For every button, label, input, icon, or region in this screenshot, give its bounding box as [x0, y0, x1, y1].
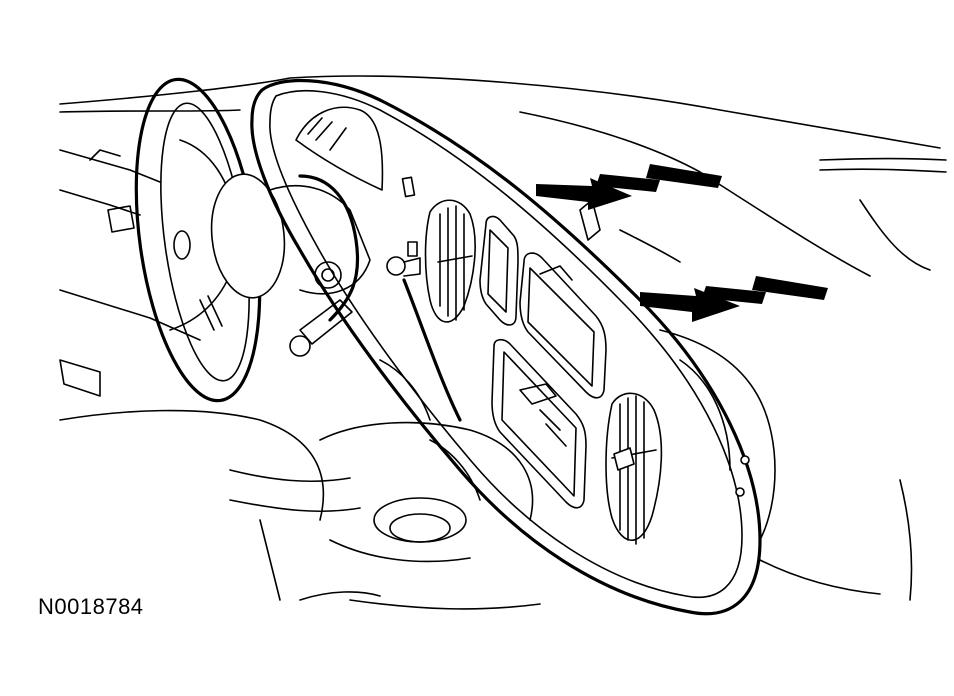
lower-console [259, 359, 541, 610]
steering-wheel [134, 77, 286, 403]
center-openings [479, 215, 607, 509]
left-dash-structure [59, 149, 325, 521]
upper-pull-arrow [536, 164, 722, 210]
left-air-vent [424, 199, 476, 323]
figure-id-label: N0018784 [38, 594, 144, 619]
right-dash-structure [579, 199, 913, 601]
steering-column [229, 184, 371, 513]
wiring-harness [298, 174, 462, 422]
right-air-vent [605, 392, 663, 545]
dashboard-top-outline [59, 75, 947, 277]
pull-direction-arrows [536, 164, 828, 322]
lower-pull-arrow [640, 276, 828, 322]
instrument-panel-bezel [250, 78, 762, 616]
